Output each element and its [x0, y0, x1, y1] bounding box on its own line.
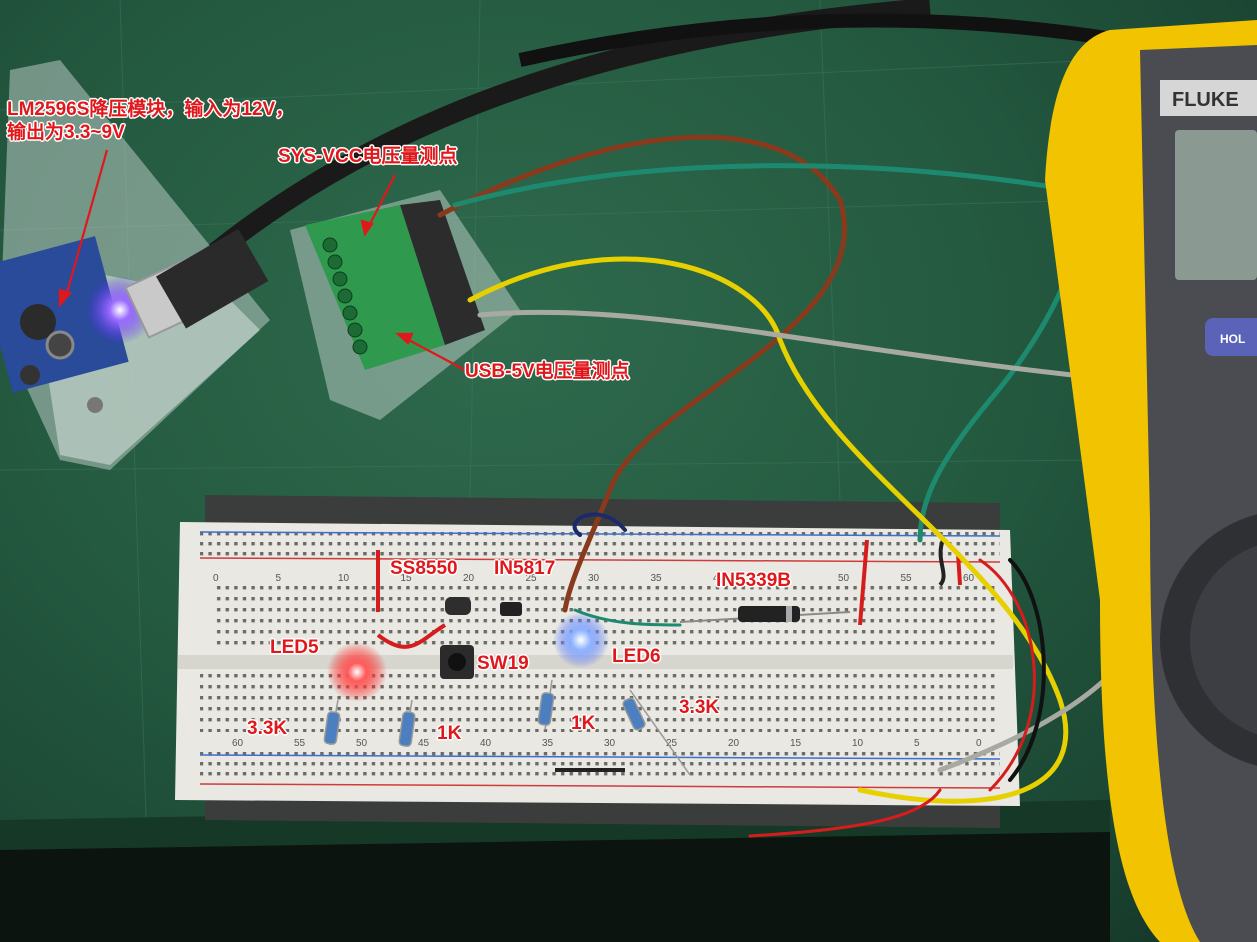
- sw19-annotation: SW19: [477, 653, 529, 674]
- hold-button-label: HOL: [1220, 332, 1245, 346]
- top-column-number: 5: [276, 573, 282, 584]
- breadboard-components: [323, 539, 962, 776]
- bottom-column-number: 15: [790, 738, 802, 749]
- in5817-diode: [500, 602, 522, 616]
- table-edge: [0, 828, 1110, 942]
- top-column-number: 35: [651, 573, 663, 584]
- bottom-column-number: 55: [294, 738, 306, 749]
- bottom-column-number: 60: [232, 738, 244, 749]
- top-column-number: 30: [588, 573, 600, 584]
- resistors: [323, 679, 691, 776]
- lm2596-annotation-line2: 输出为3.3~9V: [7, 122, 125, 143]
- terminal-block-module: [290, 190, 520, 420]
- annotation-arrows: [58, 149, 466, 371]
- bottom-column-number: 25: [666, 738, 678, 749]
- resistor-left-3k3-annotation: 3.3K: [247, 718, 288, 739]
- hold-button: [1205, 318, 1257, 356]
- led5-annotation: LED5: [270, 637, 319, 658]
- bottom-column-number: 5: [914, 738, 920, 749]
- ss8550-annotation: SS8550: [390, 558, 458, 579]
- lm2596-module: [0, 60, 270, 470]
- bottom-column-number: 0: [976, 738, 982, 749]
- top-column-number: 60: [963, 573, 975, 584]
- fluke-brand-plate: [1160, 80, 1257, 116]
- in5339b-diode: [738, 606, 800, 622]
- resistor-left-1k-annotation: 1K: [437, 723, 462, 744]
- sys-vcc-annotation: SYS-VCC电压量测点: [278, 146, 458, 167]
- in5817-annotation: IN5817: [494, 558, 556, 579]
- led5-light: [327, 642, 387, 702]
- breadboard-top-numbers: 0 5 10 15 20 25 30 35 40 45 50 55 60: [213, 573, 975, 584]
- fluke-multimeter: [1045, 20, 1257, 942]
- bottom-column-number: 40: [480, 738, 492, 749]
- resistor-right-3k3-annotation: 3.3K: [679, 697, 720, 718]
- fluke-brand-text: FLUKE: [1172, 89, 1239, 111]
- bottom-column-number: 30: [604, 738, 616, 749]
- top-column-number: 15: [401, 573, 413, 584]
- top-column-number: 25: [526, 573, 538, 584]
- wires: [437, 134, 1189, 838]
- bottom-column-number: 45: [418, 738, 430, 749]
- ss8550-transistor: [445, 597, 471, 615]
- led6-annotation: LED6: [612, 646, 661, 667]
- multimeter-display: [1175, 130, 1257, 280]
- bottom-column-number: 35: [542, 738, 554, 749]
- top-column-number: 55: [901, 573, 913, 584]
- top-column-number: 45: [776, 573, 788, 584]
- top-column-number: 10: [338, 573, 350, 584]
- in5339b-annotation: IN5339B: [716, 570, 791, 591]
- usb-5v-annotation: USB-5V电压量测点: [465, 361, 630, 382]
- top-column-number: 20: [463, 573, 475, 584]
- led6-light: [553, 612, 609, 668]
- top-column-number: 40: [713, 573, 725, 584]
- top-column-number: 0: [213, 573, 219, 584]
- top-column-number: 50: [838, 573, 850, 584]
- bottom-column-number: 50: [356, 738, 368, 749]
- bottom-column-number: 20: [728, 738, 740, 749]
- bottom-column-number: 10: [852, 738, 864, 749]
- resistor-mid-1k-annotation: 1K: [571, 713, 596, 734]
- lm2596-annotation-line1: LM2596S降压模块，输入为12V，: [7, 99, 295, 120]
